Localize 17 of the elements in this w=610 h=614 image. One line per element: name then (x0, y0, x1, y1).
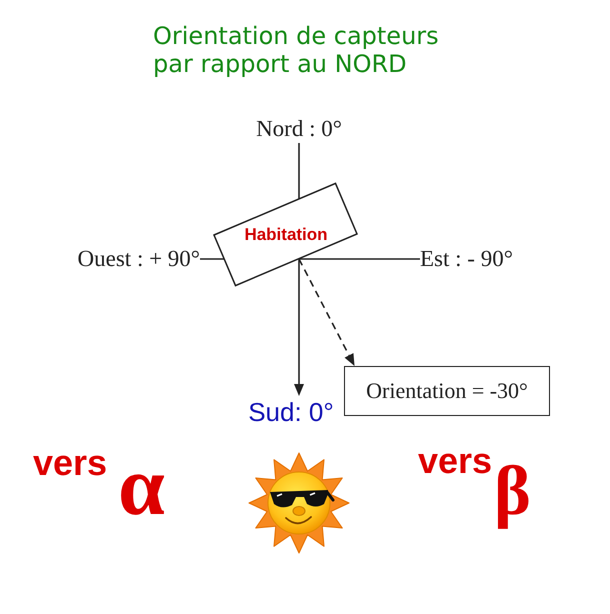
greek-letter: α (118, 453, 165, 520)
greek-letter: β (494, 452, 531, 532)
connector-line (299, 258, 420, 260)
connector-line (200, 258, 224, 260)
angle-text: Orientation = -30° (366, 378, 528, 404)
dashed-arrow (298, 258, 355, 366)
arrow (294, 259, 304, 396)
connector-line (298, 143, 300, 199)
title-text: Orientation de capteurs par rapport au NORD (153, 22, 440, 78)
callout-box (344, 366, 550, 416)
compass-label: Sud: 0° (248, 397, 334, 427)
compass-label: Ouest : + 90° (78, 246, 200, 271)
house-label: Habitation (244, 224, 328, 244)
compass-label: Nord : 0° (256, 116, 342, 141)
direction-text: vers (418, 440, 492, 482)
direction-text: vers (33, 442, 108, 484)
compass-label: Est : - 90° (420, 246, 513, 271)
